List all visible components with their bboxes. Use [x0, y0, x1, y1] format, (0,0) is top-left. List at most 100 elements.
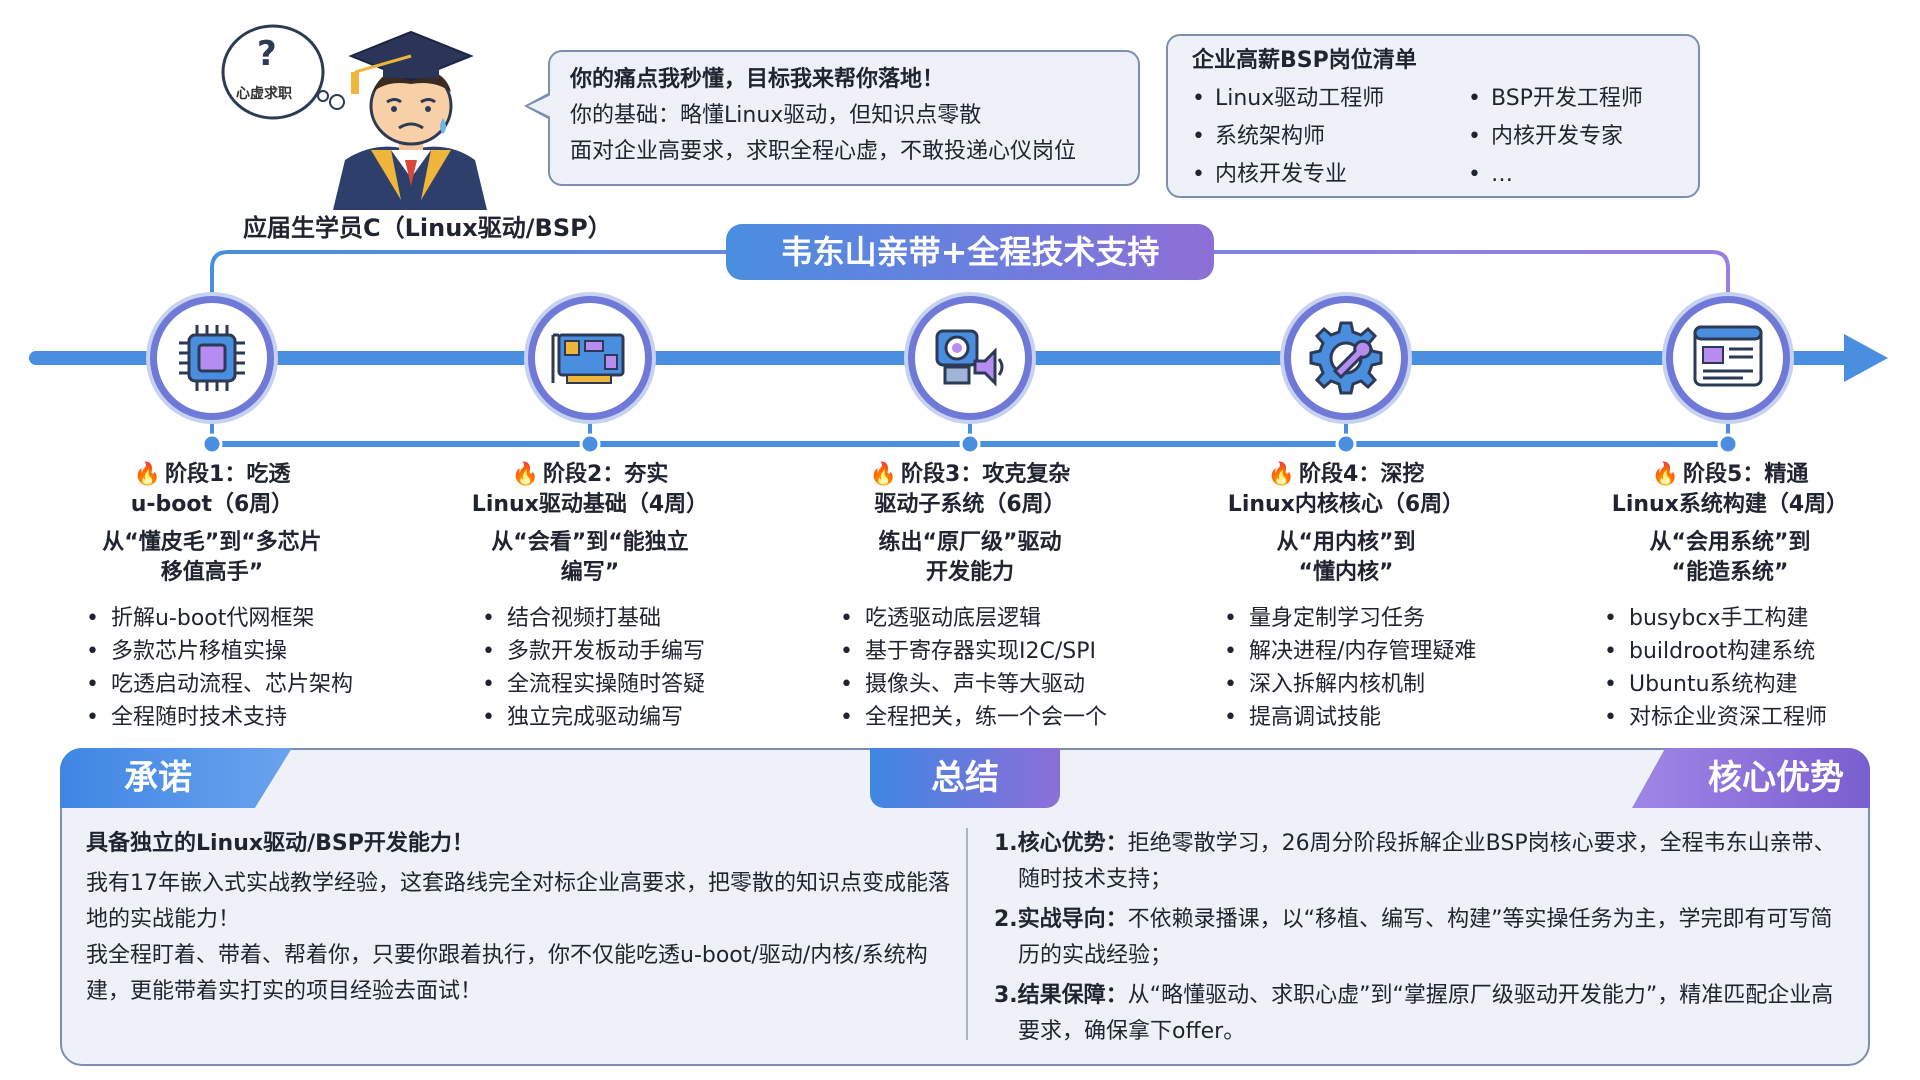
stage2-icon-circle: [528, 296, 652, 420]
stage-item: 吃透驱动底层逻辑: [840, 602, 1140, 635]
stage-items: 量身定制学习任务 解决进程/内存管理疑难 深入拆解内核机制 提高调试技能: [1176, 602, 1516, 734]
stage-item: 多款芯片移植实操: [86, 635, 382, 668]
jobs-title: 企业高薪BSP岗位清单: [1192, 48, 1417, 73]
stage-item: 提高调试技能: [1224, 701, 1516, 734]
fire-icon: 🔥: [511, 462, 540, 487]
stage-dot: [1335, 433, 1357, 455]
fire-icon: 🔥: [869, 462, 898, 487]
thought-text: 心虚求职: [236, 86, 292, 102]
stage-1: 🔥阶段1：吃透 u-boot（6周） 从“懂皮毛”到“多芯片 移值高手” 折解u…: [42, 460, 382, 734]
stage-subtitle-line2: 移值高手”: [160, 560, 264, 585]
stage-title-line2: Linux驱动基础（4周）: [471, 492, 709, 517]
fire-icon: 🔥: [1267, 462, 1296, 487]
stage-item: 量身定制学习任务: [1224, 602, 1516, 635]
jobs-list: Linux驱动工程师 BSP开发工程师 系统架构师 内核开发专家 内核开发专业 …: [1192, 80, 1674, 194]
advantage-key: 3.结果保障：: [994, 983, 1128, 1008]
stage-items: 折解u-boot代网框架 多款芯片移植实操 吃透启动流程、芯片架构 全程随时技术…: [42, 602, 382, 734]
stage-2: 🔥阶段2：夯实 Linux驱动基础（4周） 从“会看”到“能独立 编写” 结合视…: [420, 460, 760, 734]
system-window-icon: [1693, 325, 1763, 387]
pain-point-bubble: 你的痛点我秒懂，目标我来帮你落地！ 你的基础：略懂Linux驱动，但知识点零散 …: [524, 50, 1140, 186]
stage-item: 折解u-boot代网框架: [86, 602, 382, 635]
fire-icon: 🔥: [133, 462, 162, 487]
advantage-text: 从“略懂驱动、求职心虚”到“掌握原厂级驱动开发能力”，精准匹配企业高要求，确保拿…: [1018, 983, 1834, 1044]
fire-icon: 🔥: [1651, 462, 1680, 487]
stage-title-line2: 驱动子系统（6周）: [874, 492, 1066, 517]
graduate-illustration: [221, 24, 487, 210]
stage-dot: [1717, 433, 1739, 455]
stage3-icon-circle: [908, 296, 1032, 420]
job-item: 内核开发专业: [1192, 156, 1468, 194]
tab-promise: 承诺: [60, 748, 292, 808]
stage-title: 阶段5：精通: [1683, 462, 1809, 487]
stage-title-line2: Linux内核核心（6周）: [1227, 492, 1465, 517]
advantage-item: 1.核心优势：拒绝零散学习，26周分阶段拆解企业BSP岗核心要求，全程韦东山亲带…: [994, 826, 1844, 898]
stage-4: 🔥阶段4：深挖 Linux内核核心（6周） 从“用内核”到 “懂内核” 量身定制…: [1176, 460, 1516, 734]
job-item: 系统架构师: [1192, 118, 1468, 156]
stage-title: 阶段1：吃透: [165, 462, 291, 487]
tab-advantage: 核心优势: [1632, 748, 1870, 808]
stage-subtitle-line2: “能造系统”: [1671, 560, 1789, 585]
student-label: 应届生学员C（Linux驱动/BSP）: [243, 214, 612, 242]
stage-item: 深入拆解内核机制: [1224, 668, 1516, 701]
stage-item: 全程随时技术支持: [86, 701, 382, 734]
pain-line: 面对企业高要求，求职全程心虚，不敢投递心仪岗位: [570, 139, 1077, 164]
stage-title-line2: Linux系统构建（4周）: [1611, 492, 1849, 517]
stage-items: 结合视频打基础 多款开发板动手编写 全流程实操随时答疑 独立完成驱动编写: [420, 602, 760, 734]
stage-title: 阶段3：攻克复杂: [901, 462, 1071, 487]
stage-item: buildroot构建系统: [1604, 635, 1900, 668]
advantage-key: 1.核心优势：: [994, 831, 1128, 856]
stage-item: 结合视频打基础: [482, 602, 760, 635]
job-item: BSP开发工程师: [1468, 80, 1688, 118]
stage-item: 全流程实操随时答疑: [482, 668, 760, 701]
promise-paragraph: 我全程盯着、带着、帮着你，只要你跟着执行，你不仅能吃透u-boot/驱动/内核/…: [86, 943, 928, 1004]
advantages-column: 1.核心优势：拒绝零散学习，26周分阶段拆解企业BSP岗核心要求，全程韦东山亲带…: [994, 826, 1844, 1054]
stage-item: 多款开发板动手编写: [482, 635, 760, 668]
stage-5: 🔥阶段5：精通 Linux系统构建（4周） 从“会用系统”到 “能造系统” bu…: [1560, 460, 1900, 734]
stage-subtitle: 从“会看”到“能独立: [491, 530, 689, 555]
advantage-key: 2.实战导向：: [994, 907, 1128, 932]
promise-column: 具备独立的Linux驱动/BSP开发能力！ 我有17年嵌入式实战教学经验，这套路…: [86, 826, 966, 1010]
gear-wrench-icon: [1309, 321, 1383, 395]
stage4-icon-circle: [1284, 296, 1408, 420]
camera-speaker-icon: [935, 329, 1004, 387]
student-figure: ? 心虚求职: [205, 10, 495, 210]
pain-line: 你的痛点我秒懂，目标我来帮你落地！: [570, 67, 945, 92]
chip-icon: [179, 325, 245, 391]
job-item: …: [1468, 156, 1688, 194]
stage-3: 🔥阶段3：攻克复杂 驱动子系统（6周） 练出“原厂级”驱动 开发能力 吃透驱动底…: [800, 460, 1140, 734]
stage-items: 吃透驱动底层逻辑 基于寄存器实现I2C/SPI 摄像头、声卡等大驱动 全程把关，…: [800, 602, 1140, 734]
stage-item: 独立完成驱动编写: [482, 701, 760, 734]
advantage-item: 2.实战导向：不依赖录播课，以“移植、编写、构建”等实操任务为主，学完即有可写简…: [994, 902, 1844, 974]
stage-title: 阶段2：夯实: [543, 462, 669, 487]
advantage-text: 不依赖录播课，以“移植、编写、构建”等实操任务为主，学完即有可写简历的实战经验；: [1018, 907, 1833, 968]
summary-divider: [966, 828, 968, 1040]
stage-subtitle-line2: 开发能力: [925, 560, 1014, 585]
support-banner: 韦东山亲带+全程技术支持: [726, 224, 1214, 280]
stage-item: 吃透启动流程、芯片架构: [86, 668, 382, 701]
stage5-icon-circle: [1666, 296, 1790, 420]
board-icon: [551, 333, 625, 384]
job-item: 内核开发专家: [1468, 118, 1688, 156]
job-item: Linux驱动工程师: [1192, 80, 1468, 118]
tab-summary: 总结: [870, 748, 1060, 808]
stage-subtitle: 从“用内核”到: [1276, 530, 1416, 555]
stage-title: 阶段4：深挖: [1299, 462, 1425, 487]
stage-title-line2: u-boot（6周）: [130, 492, 294, 517]
stage-item: busybcx手工构建: [1604, 602, 1900, 635]
stage-items: busybcx手工构建 buildroot构建系统 Ubuntu系统构建 对标企…: [1560, 602, 1900, 734]
main-arrow-head: [1844, 334, 1888, 382]
question-mark-icon: ?: [257, 34, 277, 74]
stage-subtitle: 从“会用系统”到: [1649, 530, 1811, 555]
stage-subtitle-line2: “懂内核”: [1298, 560, 1394, 585]
stage-subtitle: 从“懂皮毛”到“多芯片: [102, 530, 322, 555]
jobs-list-box: 企业高薪BSP岗位清单 Linux驱动工程师 BSP开发工程师 系统架构师 内核…: [1166, 34, 1700, 198]
advantage-text: 拒绝零散学习，26周分阶段拆解企业BSP岗核心要求，全程韦东山亲带、随时技术支持…: [1018, 831, 1836, 892]
stage-item: 全程把关，练一个会一个: [840, 701, 1140, 734]
stage-dot: [579, 433, 601, 455]
advantage-item: 3.结果保障：从“略懂驱动、求职心虚”到“掌握原厂级驱动开发能力”，精准匹配企业…: [994, 978, 1844, 1050]
pain-line: 你的基础：略懂Linux驱动，但知识点零散: [570, 103, 982, 128]
stage-dot: [201, 433, 223, 455]
stage-subtitle-line2: 编写”: [560, 560, 620, 585]
promise-paragraph: 我有17年嵌入式实战教学经验，这套路线完全对标企业高要求，把零散的知识点变成能落…: [86, 871, 950, 932]
stage-dot: [959, 433, 981, 455]
